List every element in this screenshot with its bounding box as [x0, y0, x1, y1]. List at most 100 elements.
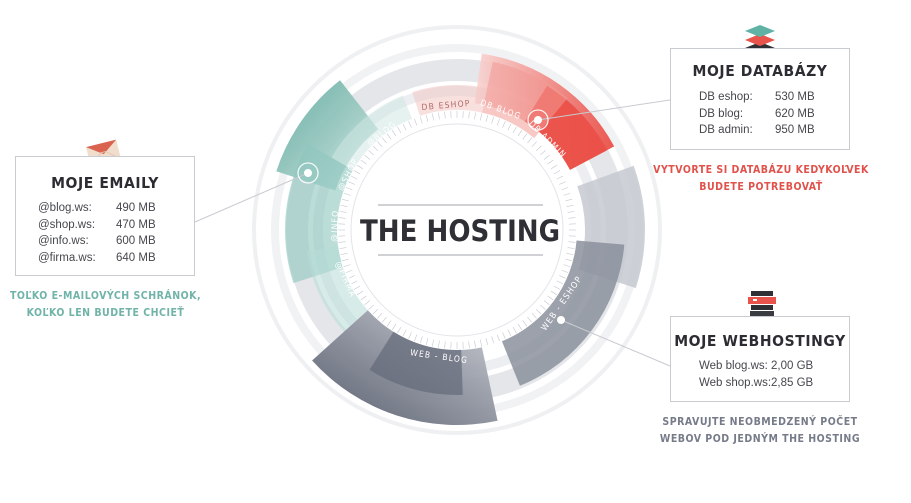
list-item: DB eshop:530 MB: [699, 91, 815, 103]
tick-mark: [345, 187, 353, 191]
tick-mark: [391, 323, 397, 330]
web-arc-blog-dark: [369, 331, 463, 395]
db-connector-line: [537, 99, 671, 121]
list-item: @blog.ws:490 MB: [38, 202, 156, 214]
tick-mark: [502, 332, 506, 339]
server-icon: [748, 291, 776, 316]
webhosting-list: Web blog.ws:2,00 GB Web shop.ws:2,85 GB: [699, 360, 813, 393]
tick-mark: [496, 334, 500, 342]
tick-mark: [566, 252, 574, 256]
tick-mark: [517, 323, 523, 330]
tick-mark: [568, 241, 576, 243]
tick-mark: [397, 326, 402, 334]
tick-mark: [556, 280, 564, 285]
tick-mark: [531, 141, 537, 147]
db-arc-eshop: [412, 85, 488, 116]
tick-mark: [512, 326, 517, 334]
tick-mark: [559, 275, 566, 279]
tick-mark: [567, 211, 575, 213]
email-caption: TOĽKO E-MAILOVÝCH SCHRÁNOK, KOĽKO LEN BU…: [9, 290, 202, 319]
tick-mark: [343, 264, 351, 268]
email-marker-ring: [297, 162, 319, 184]
tick-mark: [368, 150, 374, 156]
tick-mark: [414, 118, 418, 126]
web-connector-line: [560, 319, 671, 367]
database-card-title: MOJE DATABÁZY: [692, 62, 828, 80]
email-list: @blog.ws:490 MB @shop.ws:470 MB @info.ws…: [38, 202, 156, 268]
tick-mark: [517, 130, 523, 137]
list-item: @firma.ws:640 MB: [38, 251, 156, 264]
tick-mark: [565, 258, 573, 262]
tick-mark: [556, 175, 564, 180]
tick-mark: [397, 126, 402, 134]
tick-mark: [512, 126, 517, 134]
tick-mark: [341, 198, 349, 202]
tick-mark: [425, 338, 429, 346]
tick-mark: [357, 290, 364, 296]
tick-mark: [372, 145, 379, 152]
tick-mark: [444, 341, 446, 349]
tick-mark: [522, 133, 528, 140]
tick-mark: [345, 269, 353, 273]
tick-mark: [402, 329, 407, 337]
tick-mark: [350, 175, 358, 180]
tick-mark: [431, 339, 435, 347]
tick-mark: [553, 170, 561, 175]
outer-ring: [252, 25, 662, 435]
tick-mark: [491, 336, 495, 344]
tick-mark: [567, 247, 575, 249]
list-item: @info.ws:600 MB: [38, 235, 156, 248]
tick-mark: [368, 304, 374, 310]
tick-mark: [364, 154, 371, 160]
tick-mark: [507, 123, 512, 131]
tick-mark: [381, 137, 387, 144]
list-item: Web blog.ws:2,00 GB: [699, 360, 814, 372]
center-title: THE HOSTING: [360, 214, 560, 248]
tick-mark: [540, 150, 546, 156]
tick-mark: [431, 113, 435, 121]
tick-mark: [444, 111, 446, 119]
tick-mark: [414, 334, 418, 342]
tick-mark: [341, 258, 349, 262]
tick-mark: [357, 164, 364, 170]
tick-mark: [408, 332, 412, 339]
webhosting-caption: SPRAVUJTE NEOBMEDZENÝ POČET WEBOV POD JE…: [659, 416, 861, 445]
tick-mark: [479, 113, 483, 121]
tick-mark: [502, 121, 506, 128]
tick-mark: [550, 164, 557, 170]
tick-mark: [535, 145, 542, 152]
tick-mark: [540, 304, 546, 310]
tick-mark: [364, 300, 371, 306]
tick-mark: [372, 308, 379, 315]
list-item: @shop.ws:470 MB: [38, 218, 156, 231]
db-marker-ring: [527, 109, 549, 131]
tick-mark: [348, 275, 355, 279]
db-marker: [534, 116, 542, 124]
tick-mark: [339, 247, 347, 249]
tick-mark: [408, 121, 412, 128]
tick-mark: [339, 211, 347, 213]
tick-mark: [527, 137, 533, 144]
tick-mark: [474, 340, 476, 348]
web-arc-eshop: [501, 240, 625, 386]
tick-mark: [561, 269, 569, 273]
center-disc: [351, 124, 563, 336]
tick-mark: [550, 290, 557, 296]
tick-mark: [547, 295, 554, 301]
database-card: MOJE DATABÁZY DB eshop:530 MB DB blog:62…: [670, 48, 850, 150]
tick-mark: [563, 192, 571, 196]
tick-mark: [507, 329, 512, 337]
tick-mark: [419, 116, 423, 124]
tick-mark: [402, 123, 407, 131]
email-arc-light: [331, 95, 413, 170]
tick-mark: [485, 338, 489, 346]
tick-mark: [386, 320, 392, 327]
tick-mark: [381, 316, 387, 323]
list-item: DB admin:950 MB: [699, 124, 815, 137]
email-card: MOJE EMAILY @blog.ws:490 MB @shop.ws:470…: [15, 156, 195, 276]
tick-mark: [522, 320, 528, 327]
tick-mark: [547, 159, 554, 165]
tick-mark: [338, 217, 346, 219]
list-item: DB blog:620 MB: [699, 107, 815, 120]
tick-mark: [491, 116, 495, 124]
